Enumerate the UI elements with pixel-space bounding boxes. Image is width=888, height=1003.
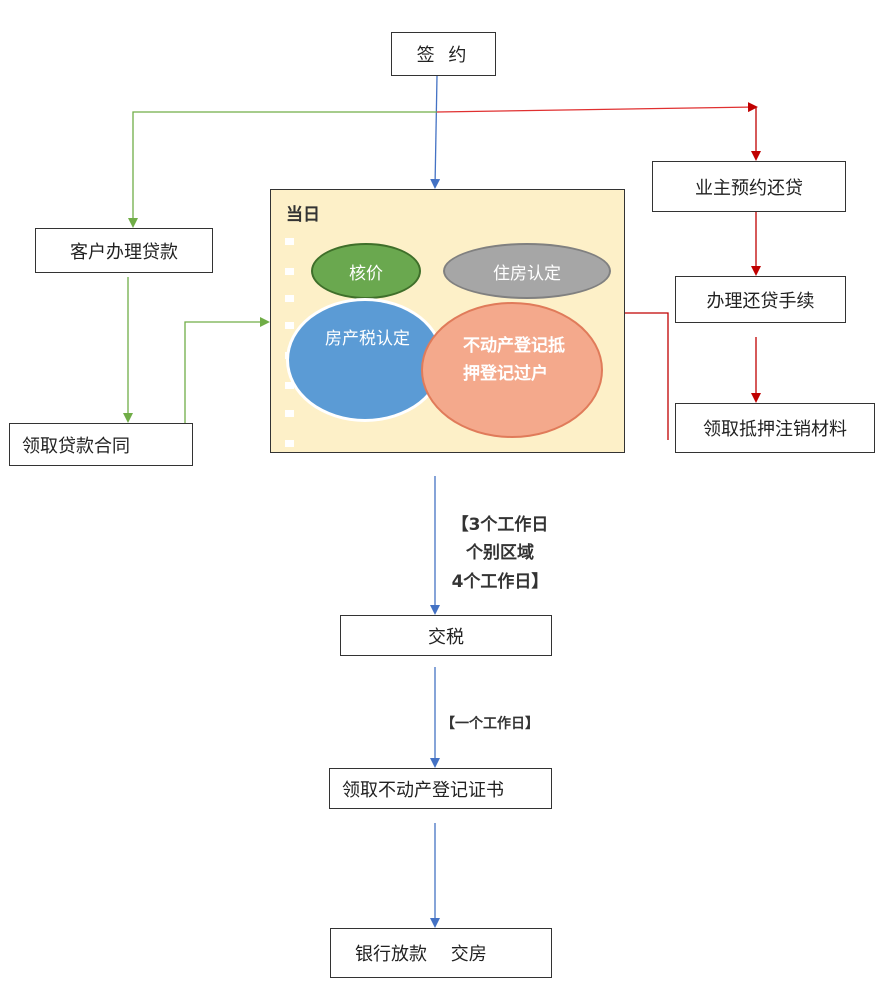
arrow-sign-to-owner-repay [436,102,758,113]
price-check-ellipse: 核价 [311,243,421,299]
arrow-sign-to-customer-loan [128,111,437,228]
price-check-label: 核价 [349,263,383,284]
node-repay-procedure: 办理还贷手续 [675,276,846,323]
housing-verify-ellipse: 住房认定 [443,243,611,299]
node-pay-tax: 交税 [340,615,552,656]
node-bank-release: 银行放款 交房 [330,928,552,978]
duration-label-c: 4个工作日】 [451,572,549,592]
panel-dot [285,295,294,302]
registration-ellipse: 不动产登记抵押登记过户 [421,302,603,438]
panel-title: 当日 [286,205,320,225]
arrow-contract-to-panel [184,317,270,463]
same-day-panel: 当日 核价 住房认定 房产税认定 不动产登记抵押登记过户 [270,189,625,453]
panel-dot [285,238,294,245]
registration-label: 不动产登记抵押登记过户 [463,336,565,384]
duration-label-a: 【3个工作日 [451,515,549,535]
panel-dot [285,268,294,275]
panel-dot [285,440,294,447]
property-tax-ellipse: 房产税认定 [286,298,444,422]
housing-verify-label: 住房认定 [493,263,561,284]
node-loan-contract: 领取贷款合同 [9,423,193,466]
arrow-sign-to-panel [430,75,441,189]
node-sign: 签 约 [391,32,496,76]
node-owner-repay: 业主预约还贷 [652,161,846,212]
property-tax-label: 房产税认定 [325,329,410,349]
arrow-material-to-panel [611,308,669,440]
node-customer-loan: 客户办理贷款 [35,228,213,273]
panel-dot [285,382,294,389]
duration-label-b: 个别区域 [466,543,534,563]
panel-dot [285,410,294,417]
node-mortgage-material: 领取抵押注销材料 [675,403,875,453]
duration-label-one-day: 【一个工作日】 [441,716,539,732]
panel-dot [285,322,294,329]
node-certificate: 领取不动产登记证书 [329,768,552,809]
